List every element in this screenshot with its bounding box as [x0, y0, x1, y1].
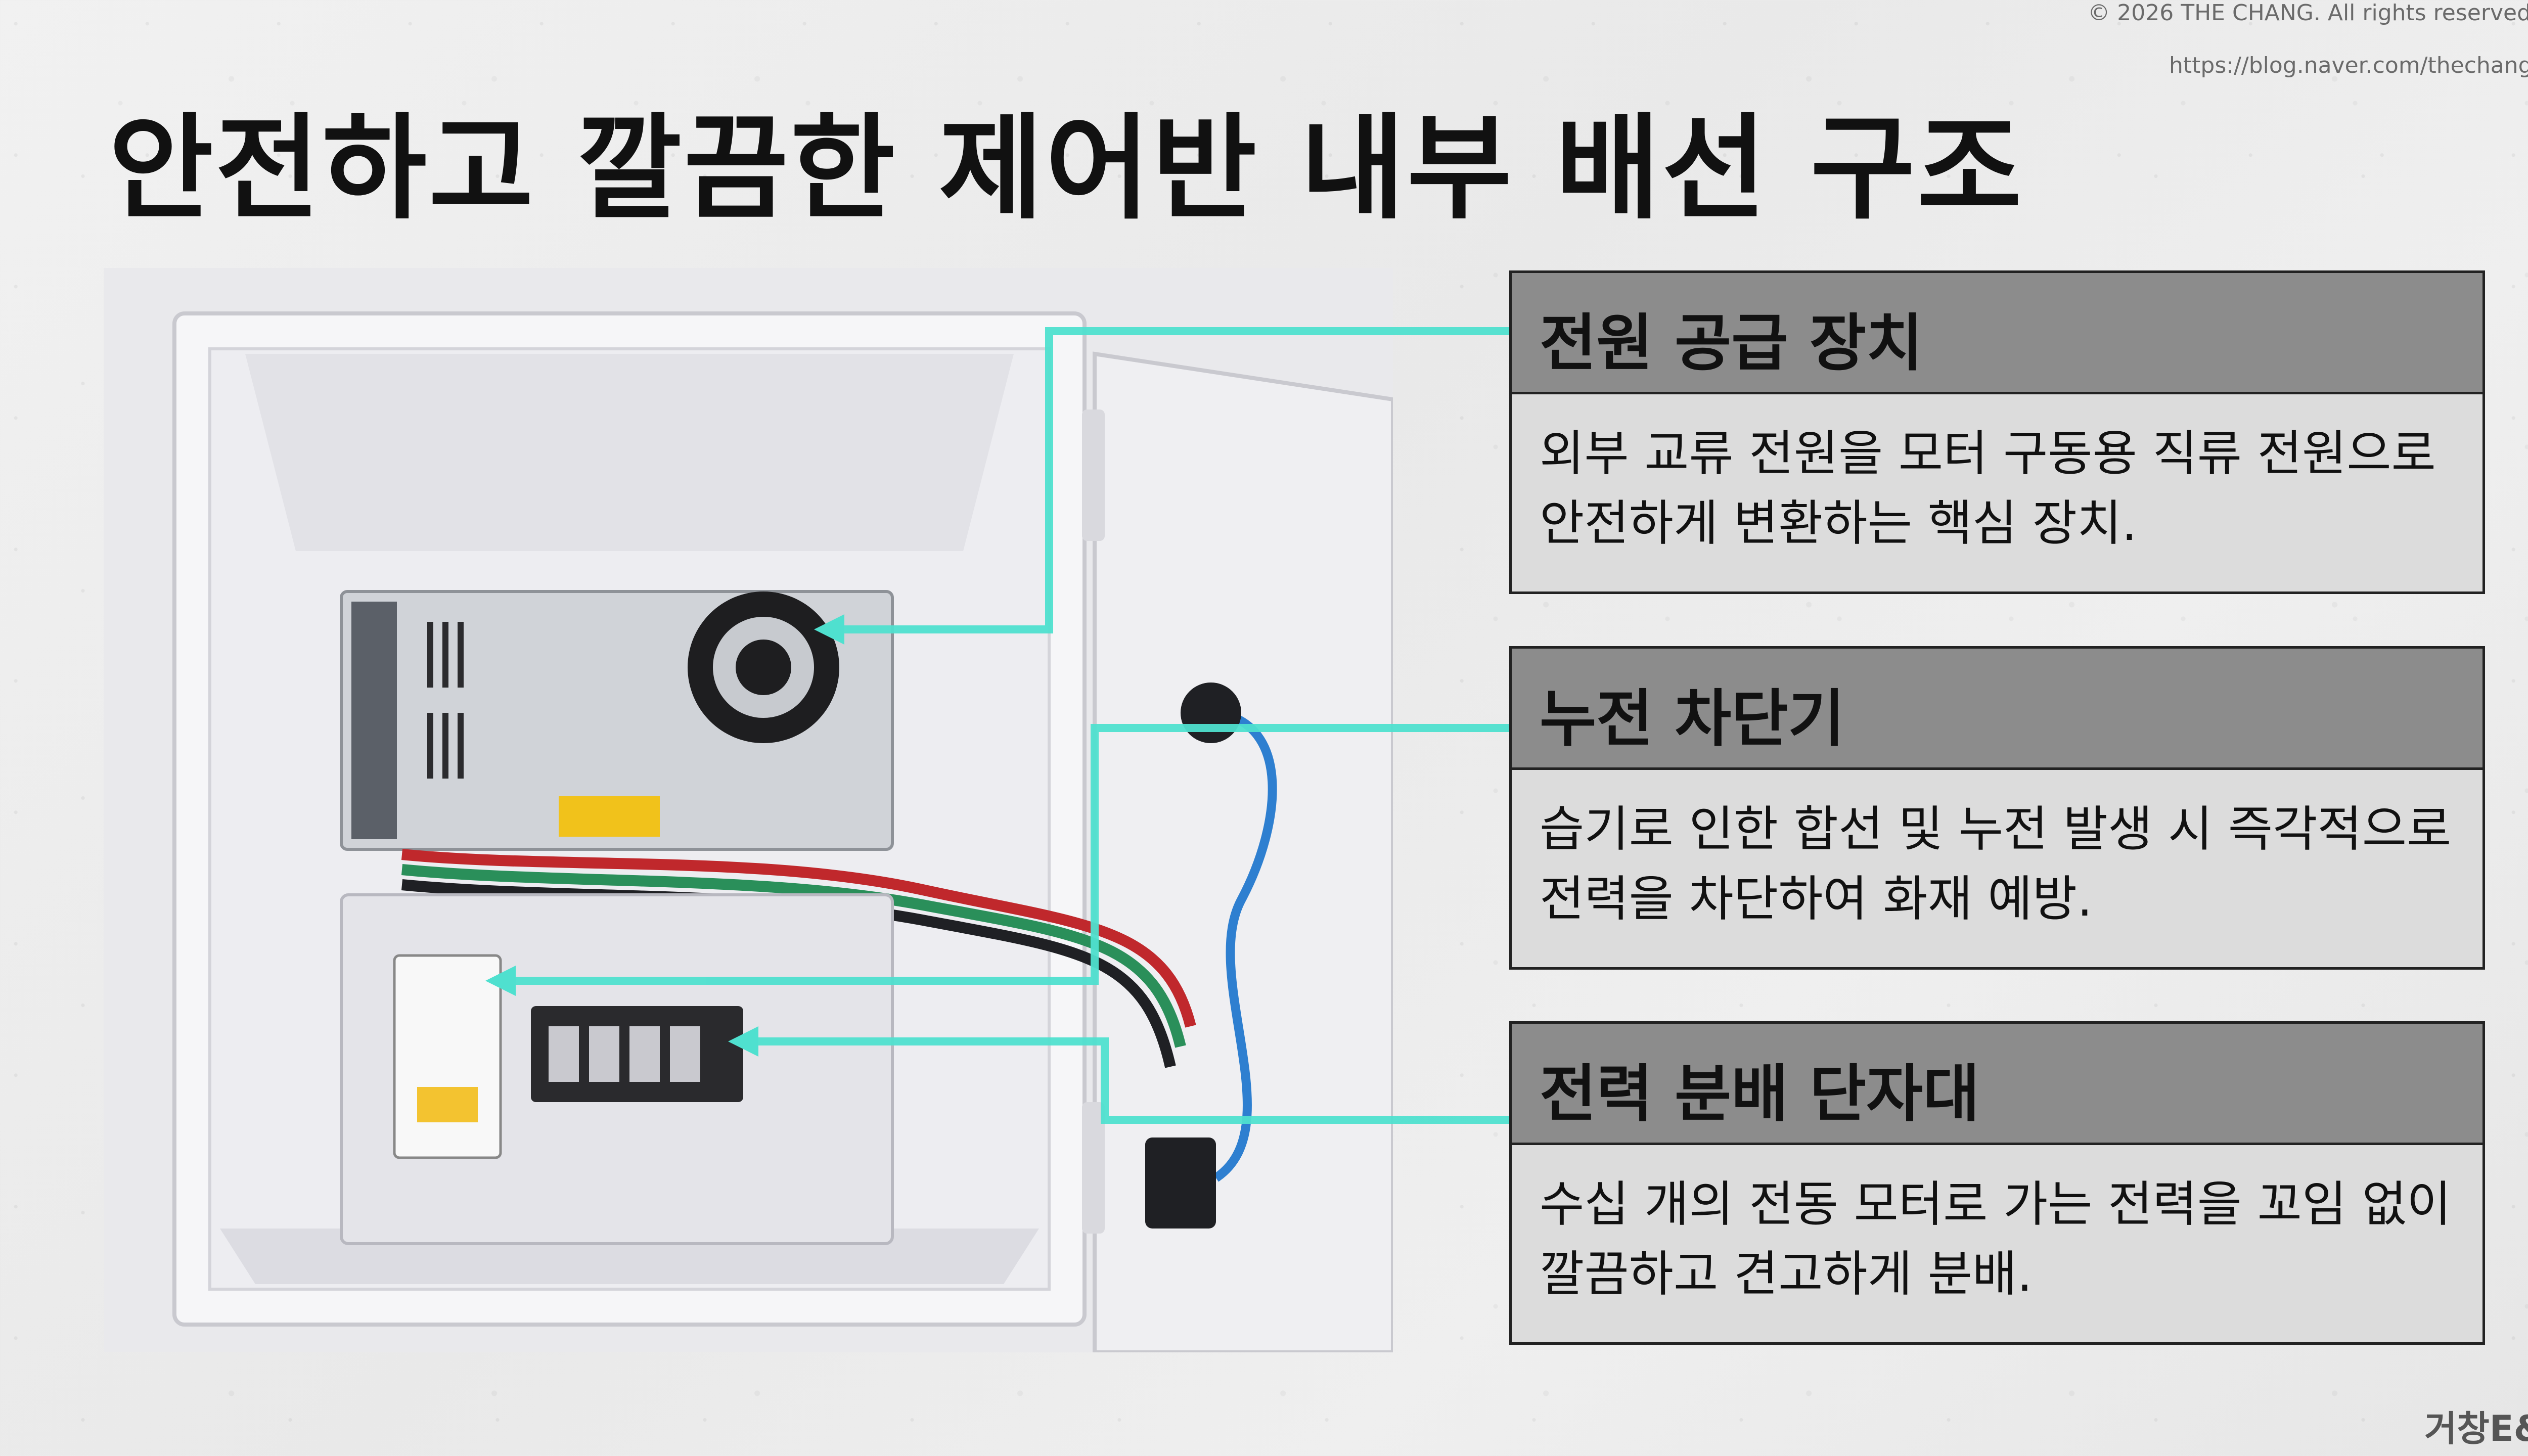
info-card-power-supply: 전원 공급 장치 외부 교류 전원을 모터 구동용 직류 전원으로 안전하게 변… [1509, 270, 2485, 594]
info-card-breaker: 누전 차단기 습기로 인한 합선 및 누전 발생 시 즉각적으로 전력을 차단하… [1509, 646, 2485, 970]
page-title: 안전하고 깔끔한 제어반 내부 배선 구조 [109, 103, 2024, 235]
card-text-line: 전력을 차단하여 화재 예방. [1540, 871, 2093, 927]
card-text-line: 습기로 인한 합선 및 누전 발생 시 즉각적으로 [1540, 801, 2452, 857]
blog-url: https://blog.naver.com/thechang_62 [2169, 53, 2528, 78]
card-text-line: 외부 교류 전원을 모터 구동용 직류 전원으로 [1540, 425, 2436, 482]
card-title: 전력 분배 단자대 [1540, 1058, 1980, 1130]
info-card-terminal-block: 전력 분배 단자대 수십 개의 전동 모터로 가는 전력을 꼬임 없이 깔끔하고… [1509, 1021, 2485, 1345]
card-text-line: 깔끔하고 견고하게 분배. [1540, 1246, 2033, 1302]
card-title: 전원 공급 장치 [1540, 307, 1923, 379]
card-text-line: 안전하게 변환하는 핵심 장치. [1540, 495, 2137, 552]
copyright-text: © 2026 THE CHANG. All rights reserved. [2088, 0, 2528, 26]
control-panel-photo [104, 268, 1393, 1352]
card-text-line: 수십 개의 전동 모터로 가는 전력을 꼬임 없이 [1540, 1176, 2452, 1233]
company-logo: 거창E&C [2424, 1408, 2528, 1449]
card-title: 누전 차단기 [1540, 683, 1845, 755]
